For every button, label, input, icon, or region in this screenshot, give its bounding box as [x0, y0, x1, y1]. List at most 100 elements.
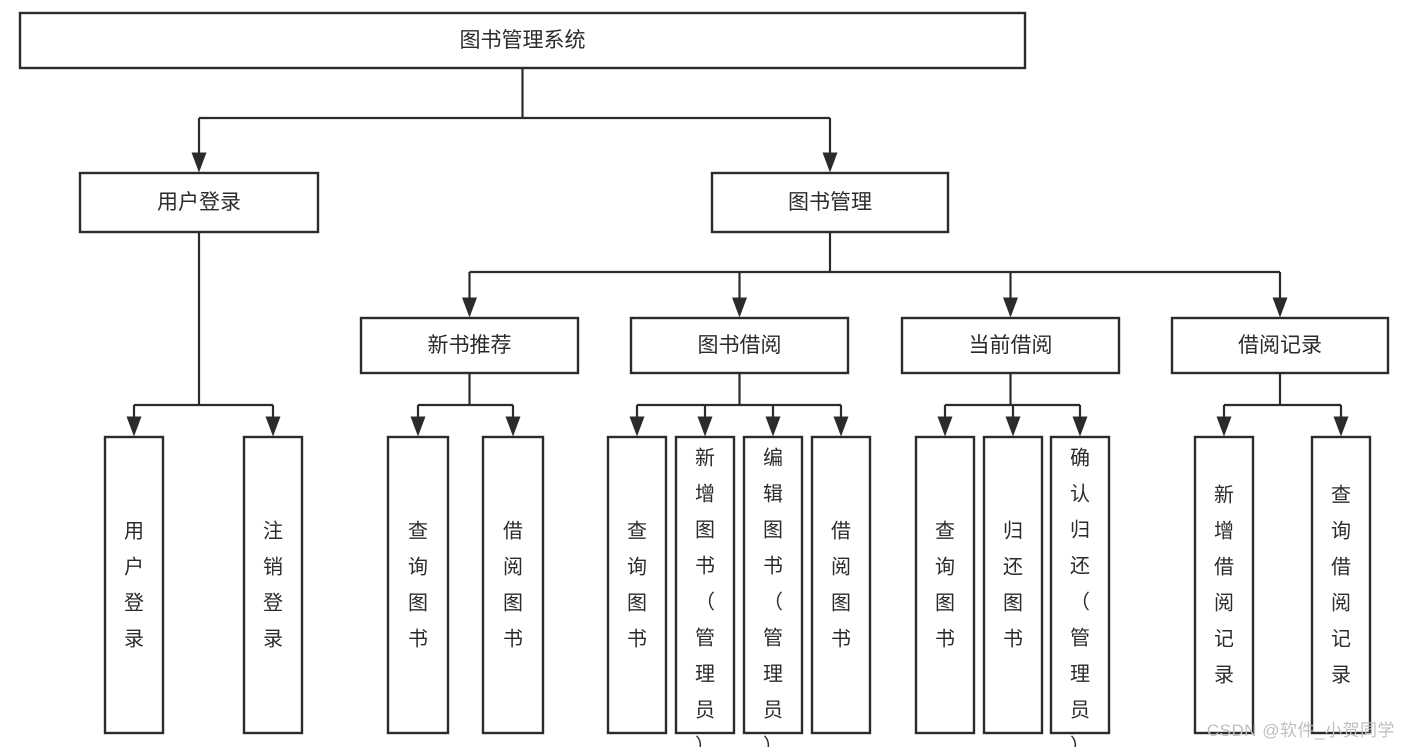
edge-arrowhead: [126, 416, 142, 437]
edge-group-new-book-recommend: [410, 373, 521, 437]
node-label-char: 图: [1003, 592, 1023, 614]
node-label-char: 录: [124, 628, 144, 650]
node-root[interactable]: 图书管理系统: [18, 11, 1027, 70]
node-box-borrow-record: [1170, 316, 1390, 375]
node-label-char: 书: [503, 627, 523, 650]
node-box-book-management: [710, 171, 950, 234]
node-box-leaf-return-book: [982, 435, 1044, 735]
node-label-user-login: 用户登录: [157, 191, 241, 214]
edge-group-book-management: [462, 232, 1288, 318]
edge-arrowhead: [937, 416, 953, 437]
node-box-leaf-query-book-borrow: [606, 435, 668, 735]
node-label-char: 销: [263, 555, 283, 578]
node-user-login[interactable]: 用户登录: [78, 171, 320, 234]
node-label-char: 阅: [1214, 591, 1234, 614]
node-label-root: 图书管理系统: [460, 29, 586, 52]
node-label-char: 询: [935, 555, 955, 578]
node-label-char: 管: [763, 626, 783, 649]
edge-arrowhead: [1003, 297, 1018, 318]
edge-arrowhead: [833, 416, 849, 437]
node-label-char: 理: [1070, 663, 1090, 685]
node-label-char: 增: [1214, 519, 1234, 542]
node-label-char: 归: [1003, 519, 1023, 542]
edge-group-book-borrow: [629, 373, 849, 437]
node-box-leaf-query-book-recommend: [386, 435, 450, 735]
node-borrow-record[interactable]: 借阅记录: [1170, 316, 1390, 375]
node-label-char: 归: [1070, 518, 1090, 541]
node-book-borrow[interactable]: 图书借阅: [629, 316, 850, 375]
node-label-char: 注: [263, 519, 283, 542]
edge-arrowhead: [265, 416, 281, 437]
node-label-char: 书: [408, 627, 428, 650]
nodes-layer: 图书管理系统用户登录图书管理新书推荐图书借阅当前借阅借阅记录用户登录注销登录查询…: [18, 11, 1390, 747]
node-book-management[interactable]: 图书管理: [710, 171, 950, 234]
edge-arrowhead: [1272, 297, 1288, 318]
node-label-borrow-record: 借阅记录: [1238, 334, 1322, 357]
node-label-char: （: [695, 590, 715, 613]
edge-group-user-login: [126, 232, 281, 437]
node-label-char: 查: [1331, 483, 1351, 506]
node-box-root: [18, 11, 1027, 70]
node-label-char: 还: [1070, 554, 1090, 577]
node-label-char: 阅: [1331, 591, 1351, 614]
node-label-char: ）: [1070, 734, 1090, 747]
node-label-char: 增: [695, 482, 715, 505]
node-box-current-borrow: [900, 316, 1121, 375]
node-current-borrow[interactable]: 当前借阅: [900, 316, 1121, 375]
node-label-char: 查: [408, 519, 428, 542]
node-label-char: 查: [627, 519, 647, 542]
node-label-char: 图: [695, 519, 715, 541]
node-label-char: 员: [695, 699, 715, 721]
node-label-char: 辑: [763, 482, 783, 505]
node-label-char: 书: [763, 554, 783, 577]
node-box-leaf-borrow-book: [810, 435, 872, 735]
node-label-char: 图: [831, 592, 851, 614]
node-label-char: 图: [503, 592, 523, 614]
node-leaf-user-login[interactable]: 用户登录: [103, 435, 165, 735]
node-label-char: （: [763, 590, 783, 613]
node-label-char: 户: [124, 555, 144, 578]
node-label-char: 询: [1331, 519, 1351, 542]
edge-arrowhead: [1216, 416, 1232, 437]
node-label-char: 借: [1331, 555, 1351, 578]
edge-arrowhead: [822, 152, 838, 173]
node-label-char: 书: [935, 627, 955, 650]
node-label-char: 书: [627, 627, 647, 650]
node-label-char: 询: [627, 555, 647, 578]
node-box-leaf-query-book-current: [914, 435, 976, 735]
node-label-char: 编: [763, 446, 783, 469]
node-label-book-management: 图书管理: [788, 191, 872, 214]
node-box-leaf-logout-login: [242, 435, 304, 735]
node-box-leaf-add-book-admin: [674, 435, 736, 735]
node-label-char: ）: [695, 734, 715, 747]
node-label-char: 员: [763, 699, 783, 721]
node-box-book-borrow: [629, 316, 850, 375]
edge-arrowhead: [462, 297, 477, 318]
node-label-char: 理: [695, 663, 715, 685]
node-label-char: 借: [831, 519, 851, 542]
node-label-book-borrow: 图书借阅: [698, 334, 782, 357]
node-new-book-recommend[interactable]: 新书推荐: [359, 316, 580, 375]
edge-group-current-borrow: [937, 373, 1088, 437]
node-label-char: 借: [503, 519, 523, 542]
edge-arrowhead: [765, 416, 781, 437]
edge-arrowhead: [410, 416, 426, 437]
node-box-new-book-recommend: [359, 316, 580, 375]
node-label-char: 确: [1070, 446, 1090, 469]
node-label-char: 书: [831, 627, 851, 650]
node-box-leaf-confirm-return-admin: [1049, 435, 1111, 735]
node-label-char: 记: [1331, 627, 1351, 650]
